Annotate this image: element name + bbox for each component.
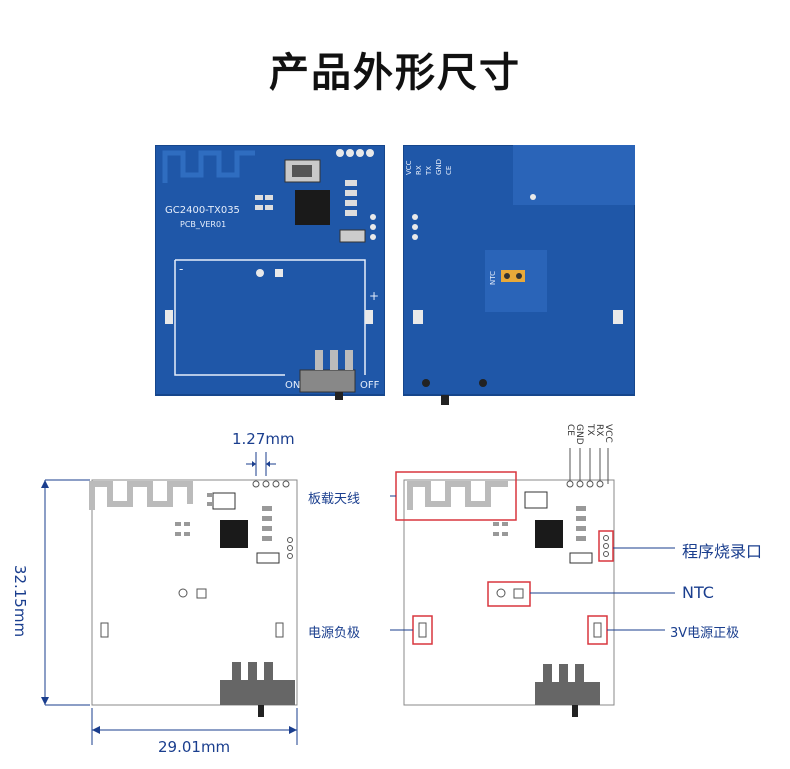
program-port-callout: 程序烧录口 — [682, 542, 763, 561]
off-label: OFF — [360, 380, 380, 391]
width-dimension-label: 29.01mm — [158, 738, 231, 756]
minus-label: - — [179, 262, 183, 276]
pin-label-rx: RX — [594, 424, 604, 436]
pcb-version-text: PCB_VER01 — [180, 220, 226, 229]
pcb-model-text: GC2400-TX035 — [165, 205, 240, 216]
back-ntc-label: NTC — [489, 271, 497, 285]
plus-label: + — [369, 289, 379, 303]
drawing-right: VCC RX TX GND CE — [390, 423, 675, 717]
pin-label-ce: CE — [565, 424, 575, 436]
back-pin-tx: TX — [425, 166, 433, 176]
pin-label-tx: TX — [585, 423, 595, 436]
back-pin-vcc: VCC — [405, 160, 413, 175]
back-pin-ce: CE — [445, 166, 453, 175]
power-switch — [299, 369, 356, 393]
drawing-left — [41, 452, 298, 745]
mcu-chip — [295, 190, 330, 225]
ntc-callout: NTC — [682, 583, 714, 602]
pin-pads — [336, 149, 374, 157]
back-pin-gnd: GND — [435, 159, 443, 175]
pcb-front-photo: GC2400-TX035 PCB_VER01 - + ON OFF — [155, 145, 385, 400]
pitch-dimension-label: 1.27mm — [232, 430, 295, 448]
antenna-callout: 板载天线 — [308, 492, 361, 507]
program-port-highlight — [598, 530, 614, 562]
pin-label-vcc: VCC — [603, 424, 613, 443]
positive-pole-callout: 3V电源正极 — [670, 626, 740, 641]
pcb-back-photo: VCC RX TX GND CE NTC — [403, 145, 635, 405]
page-title: 产品外形尺寸 — [269, 50, 521, 96]
negative-pole-callout: 电源负极 — [308, 626, 361, 641]
back-pin-rx: RX — [415, 165, 423, 175]
ntc-highlight — [487, 581, 531, 607]
pin-label-gnd: GND — [574, 424, 584, 445]
on-label: ON — [285, 380, 300, 391]
height-dimension-label: 32.15mm — [11, 564, 29, 638]
